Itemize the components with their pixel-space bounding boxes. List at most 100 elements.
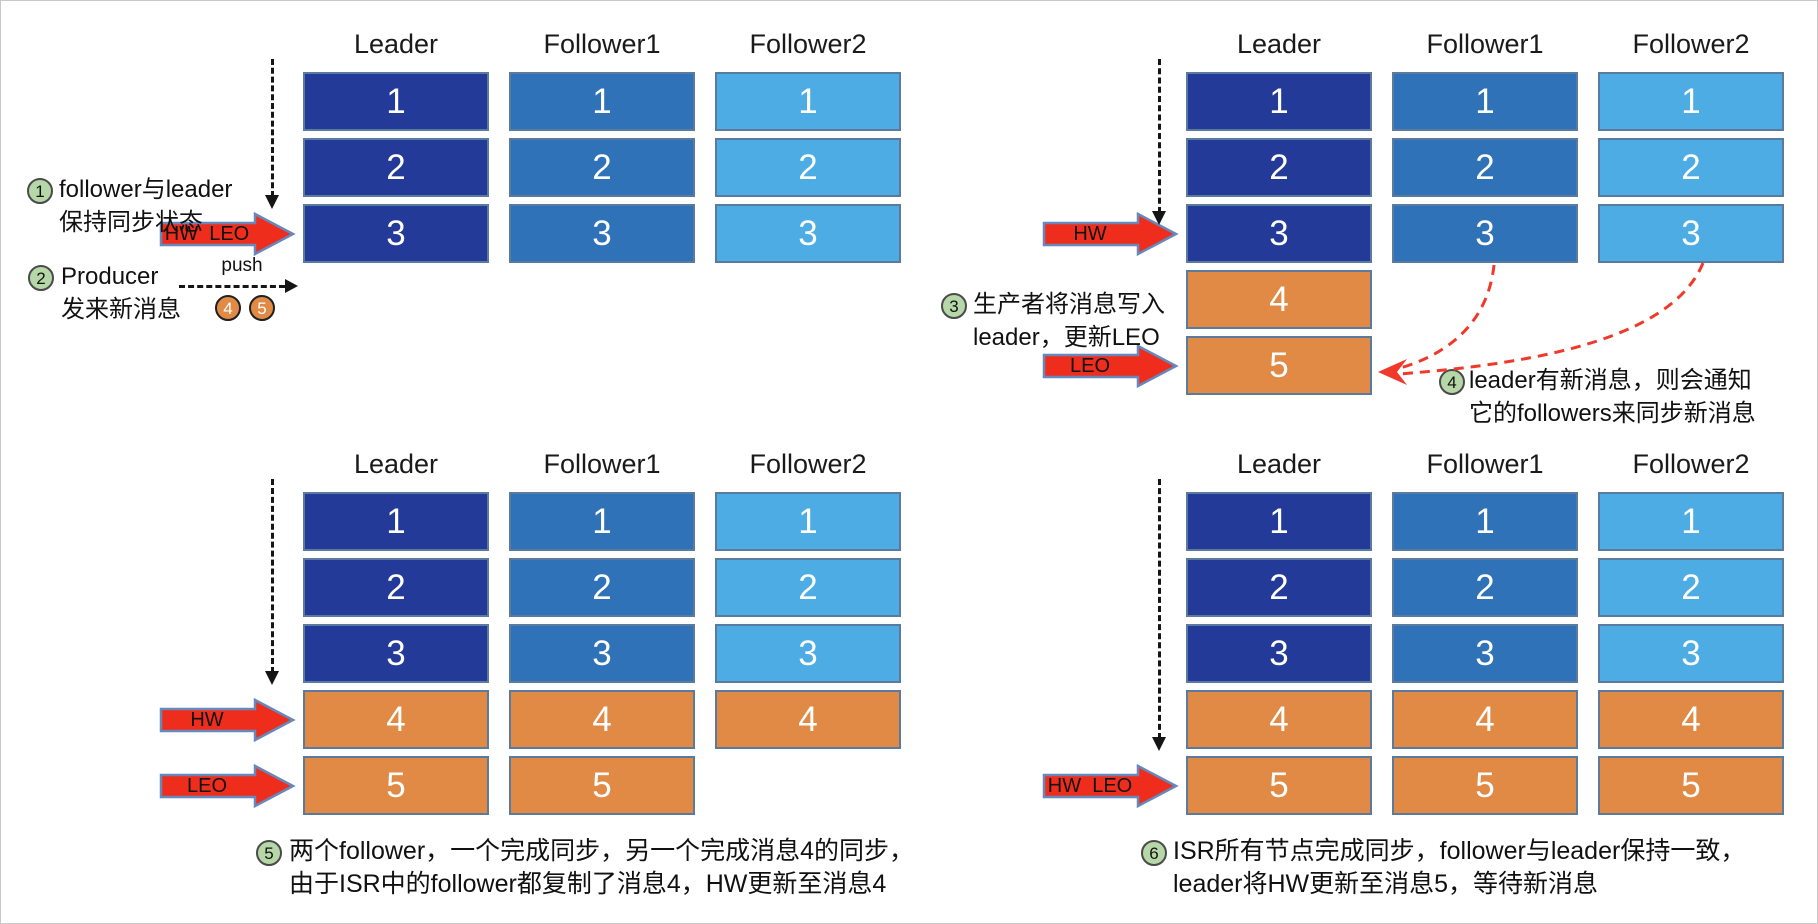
annotation-step3-line1: 生产者将消息写入 <box>973 291 1165 318</box>
message-box: 4 <box>1186 270 1372 329</box>
message-box: 1 <box>1598 72 1784 131</box>
message-box: 3 <box>303 204 489 263</box>
annotation-step1: follower与leader 保持同步状态 <box>59 173 232 239</box>
column-header-leader: Leader <box>353 29 439 59</box>
pointer-label: HW LEO <box>1047 774 1133 797</box>
red-arrow-icon <box>159 697 296 742</box>
red-arrow-icon <box>159 211 296 256</box>
red-arrow-icon <box>1042 343 1179 388</box>
message-box: 4 <box>1392 690 1578 749</box>
annotation-step2: Producer 发来新消息 <box>61 260 181 326</box>
message-box: 5 <box>1392 756 1578 815</box>
message-box: 2 <box>303 138 489 197</box>
message-box: 2 <box>715 138 901 197</box>
push-label: push <box>221 255 263 276</box>
message-box: 5 <box>1598 756 1784 815</box>
column-header-follower1: Follower1 <box>543 29 661 59</box>
caption-step5: 两个follower，一个完成同步，另一个完成消息4的同步， 由于ISR中的fo… <box>289 835 914 901</box>
message-box: 4 <box>509 690 695 749</box>
message-box: 2 <box>1392 138 1578 197</box>
message-box: 1 <box>1598 492 1784 551</box>
column-header-follower2: Follower2 <box>749 449 867 479</box>
message-box: 3 <box>303 624 489 683</box>
offset-pointer-arrow: LEO <box>1042 343 1180 389</box>
offset-pointer-arrow: HW <box>1042 211 1180 257</box>
annotation-step4-line2: 它的followers来同步新消息 <box>1469 400 1756 427</box>
dashed-arrowhead-icon <box>265 195 279 209</box>
dashed-arrowhead-icon <box>1152 211 1166 225</box>
offset-pointer-arrow: HW LEO <box>1042 763 1180 809</box>
caption-step6-line2: leader将HW更新至消息5，等待新消息 <box>1173 870 1599 898</box>
push-dashed-line <box>179 285 285 288</box>
red-arrow-icon <box>159 763 296 808</box>
sync-progress-dashed-line <box>271 59 274 197</box>
annotation-step1-line2: 保持同步状态 <box>59 209 203 236</box>
message-box: 1 <box>509 492 695 551</box>
column-header-follower2: Follower2 <box>1632 29 1750 59</box>
column-header-leader: Leader <box>1236 449 1322 479</box>
new-message-badge-5: 5 <box>249 295 275 321</box>
offset-pointer-arrow: HW LEO <box>159 211 297 257</box>
pointer-label: HW LEO <box>164 222 250 245</box>
message-box: 4 <box>303 690 489 749</box>
annotation-step3: 生产者将消息写入 leader，更新LEO <box>973 288 1165 354</box>
pointer-label: LEO <box>1069 354 1111 377</box>
message-box: 3 <box>509 204 695 263</box>
message-box: 3 <box>1598 204 1784 263</box>
sync-progress-dashed-line <box>271 479 274 673</box>
new-message-badge-4: 4 <box>215 295 241 321</box>
message-box: 1 <box>715 492 901 551</box>
message-box: 1 <box>1186 72 1372 131</box>
message-box: 5 <box>1186 336 1372 395</box>
message-box: 1 <box>715 72 901 131</box>
sync-progress-dashed-line <box>1158 479 1161 739</box>
annotation-step2-line1: Producer <box>61 263 159 290</box>
message-box: 1 <box>509 72 695 131</box>
column-header-leader: Leader <box>353 449 439 479</box>
pointer-label: LEO <box>186 774 228 797</box>
pointer-label: HW <box>1073 222 1107 245</box>
message-box: 1 <box>303 492 489 551</box>
message-box: 2 <box>1186 138 1372 197</box>
message-box: 3 <box>715 624 901 683</box>
step-badge-3: 3 <box>941 293 967 319</box>
message-box: 3 <box>1598 624 1784 683</box>
message-box: 3 <box>509 624 695 683</box>
message-box: 3 <box>1186 624 1372 683</box>
message-box: 3 <box>1392 204 1578 263</box>
message-box: 5 <box>1186 756 1372 815</box>
message-box: 5 <box>509 756 695 815</box>
message-box: 2 <box>1598 558 1784 617</box>
offset-pointer-arrow: LEO <box>159 763 297 809</box>
column-header-leader: Leader <box>1236 29 1322 59</box>
annotation-step4: leader有新消息，则会通知 它的followers来同步新消息 <box>1469 364 1756 430</box>
step-badge-2: 2 <box>28 265 54 291</box>
message-box: 3 <box>1186 204 1372 263</box>
red-arrow-icon <box>1042 763 1179 808</box>
column-header-follower1: Follower1 <box>1426 29 1544 59</box>
message-box: 1 <box>303 72 489 131</box>
caption-step5-line2: 由于ISR中的follower都复制了消息4，HW更新至消息4 <box>289 870 887 898</box>
message-box: 2 <box>715 558 901 617</box>
annotation-step4-line1: leader有新消息，则会通知 <box>1469 367 1752 394</box>
message-box: 1 <box>1392 72 1578 131</box>
column-header-follower2: Follower2 <box>1632 449 1750 479</box>
caption-step5-line1: 两个follower，一个完成同步，另一个完成消息4的同步， <box>289 837 915 865</box>
message-box: 2 <box>1392 558 1578 617</box>
pointer-label: HW <box>190 708 224 731</box>
message-box: 4 <box>1598 690 1784 749</box>
message-box: 2 <box>509 138 695 197</box>
caption-step6: ISR所有节点完成同步，follower与leader保持一致， leader将… <box>1173 835 1745 901</box>
annotation-step3-line2: leader，更新LEO <box>973 324 1160 351</box>
red-arrow-icon <box>1042 211 1179 256</box>
message-box: 5 <box>303 756 489 815</box>
offset-pointer-arrow: HW <box>159 697 297 743</box>
message-box: 4 <box>1186 690 1372 749</box>
caption-step6-line1: ISR所有节点完成同步，follower与leader保持一致， <box>1173 837 1746 865</box>
step-badge-6: 6 <box>1141 840 1167 866</box>
message-box: 2 <box>1186 558 1372 617</box>
